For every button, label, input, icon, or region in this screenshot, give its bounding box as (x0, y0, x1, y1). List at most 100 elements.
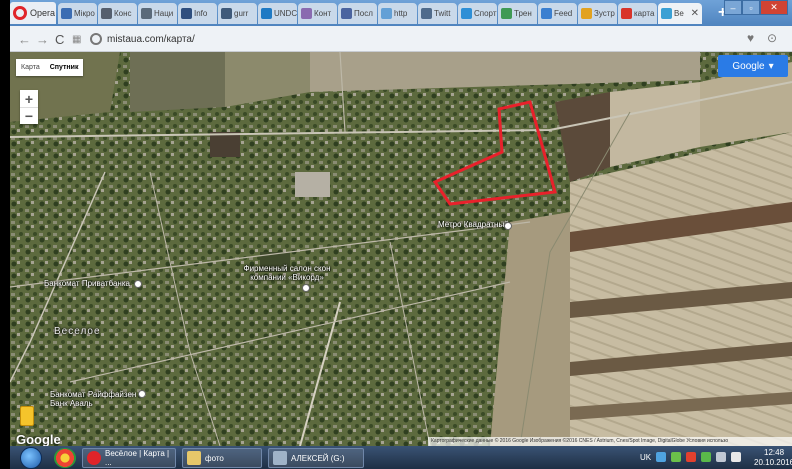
volume-icon[interactable] (731, 452, 742, 462)
map-type-satellite-button[interactable]: Спутник (49, 64, 79, 71)
reload-icon[interactable]: C (55, 32, 65, 47)
tab-favicon-icon (181, 8, 192, 19)
tab-favicon-icon (341, 8, 352, 19)
google-logo: Google (16, 432, 61, 446)
tab-favicon-icon (461, 8, 472, 19)
tab-favicon-icon (301, 8, 312, 19)
opera-menu-label: Opera (30, 8, 56, 18)
clock-date: 20.10.2016 (754, 458, 792, 467)
tray-app-icon[interactable] (656, 452, 667, 462)
opera-menu-button[interactable]: Opera (10, 2, 56, 24)
tab-15[interactable]: Ве ✕ (658, 3, 702, 24)
speed-dial-icon[interactable]: ▦ (72, 34, 82, 45)
tab-label: Посл (354, 9, 373, 18)
tab-close-icon[interactable]: ✕ (690, 8, 699, 19)
tab-10[interactable]: Спорт (458, 3, 497, 24)
network-icon[interactable] (701, 452, 712, 462)
drive-icon (273, 451, 287, 465)
map-type-control: Карта Спутник (16, 59, 84, 76)
tab-1[interactable]: Конс (98, 3, 137, 24)
minimize-button[interactable]: – (724, 0, 742, 15)
zoom-in-button[interactable]: + (24, 90, 34, 107)
poi-bank-raiffeisen-icon[interactable] (138, 390, 146, 398)
tab-11[interactable]: Трен (498, 3, 537, 24)
street-view-pegman-icon[interactable] (20, 406, 34, 426)
tab-favicon-icon (141, 8, 152, 19)
tab-label: gurr (234, 9, 249, 18)
map-type-map-button[interactable]: Карта (21, 64, 40, 71)
tab-0[interactable]: Мікро (58, 3, 97, 24)
tab-label: Мікро (74, 9, 95, 18)
opera-icon (87, 451, 101, 465)
warning-icon[interactable] (686, 452, 697, 462)
clock-time: 12:48 (764, 448, 785, 457)
tab-favicon-icon (541, 8, 552, 19)
tab-label: Twitt (434, 9, 451, 18)
back-icon[interactable]: ← (18, 32, 31, 47)
close-window-button[interactable]: ✕ (760, 0, 788, 15)
tab-label: карта (634, 9, 655, 18)
tab-14[interactable]: карта (618, 3, 657, 24)
window-controls: – ▫ ✕ (724, 0, 788, 15)
tab-label: Конт (314, 9, 332, 18)
taskbar-item-drive[interactable]: АЛЕКСЕЙ (G:) (268, 448, 364, 468)
poi-bank-privat-icon[interactable] (134, 280, 142, 288)
flag-icon[interactable] (716, 452, 727, 462)
address-bar: ← → C ▦ mistaua.com/карта/ ♥ ⊙ (10, 26, 792, 52)
tab-favicon-icon (581, 8, 592, 19)
google-signin-button[interactable]: Google ▾ (718, 55, 788, 77)
tab-label: Ве (674, 9, 684, 18)
tab-7[interactable]: Посл (338, 3, 377, 24)
label-salon[interactable]: Фирменный салон скон компании «Викорд» (243, 264, 331, 282)
taskbar-item-opera[interactable]: Весёлое | Карта | ... (82, 448, 176, 468)
tab-favicon-icon (61, 8, 72, 19)
download-icon[interactable]: ⊙ (767, 31, 778, 45)
tab-label: Конс (114, 9, 132, 18)
task-label: Весёлое | Карта | ... (105, 449, 170, 467)
tab-favicon-icon (621, 8, 632, 19)
forward-icon[interactable]: → (36, 32, 49, 47)
taskbar-item-photo[interactable]: фото (182, 448, 262, 468)
tab-favicon-icon (221, 8, 232, 19)
tab-6[interactable]: Конт (298, 3, 337, 24)
satellite-imagery (10, 52, 792, 446)
tab-9[interactable]: Twitt (418, 3, 457, 24)
site-info-icon[interactable] (90, 33, 102, 45)
google-signin-label: Google (732, 60, 765, 72)
tab-label: Feed (554, 9, 573, 18)
label-bank-privat[interactable]: Банкомат Приватбанка (44, 279, 130, 288)
poi-metro-icon[interactable] (504, 222, 512, 230)
tab-label: Наци (154, 9, 174, 18)
label-metro[interactable]: Метро Квадратный (438, 220, 509, 229)
chevron-down-icon: ▾ (768, 60, 774, 72)
screen: Opera Мікро Конс Наци Info gurr UNDC Конт Посл h… (10, 0, 792, 469)
taskbar: Весёлое | Карта | ... фото АЛЕКСЕЙ (G:) … (10, 446, 792, 469)
tab-5[interactable]: UNDC (258, 3, 297, 24)
tab-label: UNDC (274, 9, 297, 18)
poi-salon-icon[interactable] (302, 284, 310, 292)
tab-13[interactable]: Зустр (578, 3, 617, 24)
maximize-button[interactable]: ▫ (742, 0, 760, 15)
tab-8[interactable]: http (378, 3, 417, 24)
tab-label: Зустр (594, 9, 615, 18)
tab-favicon-icon (261, 8, 272, 19)
url-field[interactable]: mistaua.com/карта/ (107, 30, 747, 48)
label-village: Веселое (54, 326, 101, 337)
folder-icon (187, 451, 201, 465)
tab-12[interactable]: Feed (538, 3, 577, 24)
tab-label: http (394, 9, 408, 18)
tab-3[interactable]: Info (178, 3, 217, 24)
chrome-icon[interactable] (54, 448, 76, 468)
tray-app-icon[interactable] (671, 452, 682, 462)
bookmark-heart-icon[interactable]: ♥ (747, 31, 755, 45)
zoom-out-button[interactable]: − (20, 107, 38, 124)
satellite-map[interactable]: Карта Спутник + − Google ▾ Метро Квадрат… (10, 52, 792, 446)
language-indicator[interactable]: UK (640, 452, 652, 462)
system-tray: UK (640, 452, 742, 462)
label-bank-raiffeisen[interactable]: Банкомат Райффайзен Банк Аваль (50, 390, 137, 408)
new-tab-button[interactable]: + (718, 4, 728, 21)
tab-4[interactable]: gurr (218, 3, 257, 24)
start-button[interactable] (20, 447, 42, 469)
tab-2[interactable]: Наци (138, 3, 177, 24)
clock[interactable]: 12:48 20.10.2016 (754, 448, 792, 468)
